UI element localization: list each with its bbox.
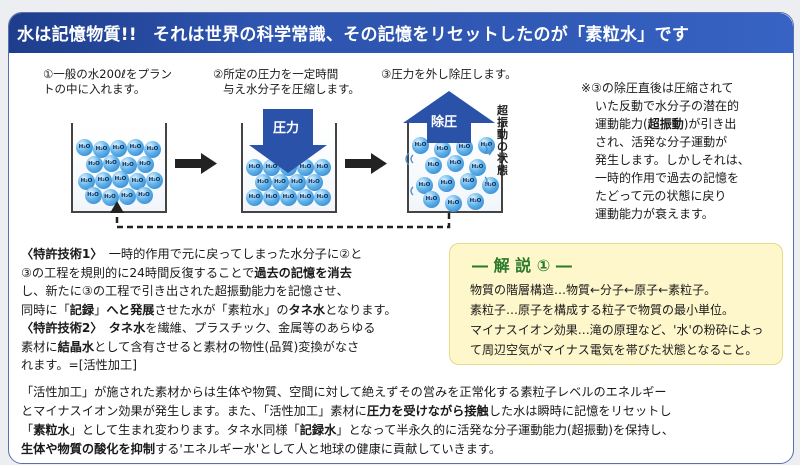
water-molecule-icon: H₂O xyxy=(254,174,272,191)
explanation-box: ― 解 説 ① ― 物質の階層構造…物質←分子←原子←素粒子。 素粒子…原子を構… xyxy=(449,243,783,365)
explanation-line: マイナスイオン効果…滝の原理など、'水'の粉砕によっ xyxy=(470,323,764,337)
water-molecule-icon: H₂O xyxy=(434,141,451,158)
return-dashed-arrow-icon xyxy=(110,201,451,229)
step-1-caption: ①一般の水200ℓをプラン トの中に入れます。 xyxy=(43,67,173,96)
water-molecule-icon: H₂O xyxy=(425,157,442,174)
water-molecule-icon: H₂O xyxy=(280,189,297,206)
water-molecule-icon: H₂O xyxy=(144,141,161,158)
water-molecule-icon: H₂O xyxy=(305,174,323,191)
water-molecule-icon: H₂O xyxy=(288,174,306,191)
release-up-arrow-icon xyxy=(403,91,495,143)
water-molecule-icon: H₂O xyxy=(478,137,495,154)
explanation-line: て周辺空気がマイナス電気を帯びた状態となること。 xyxy=(470,343,758,357)
explanation-title: ― 解 説 ① ― xyxy=(472,256,572,275)
note-super-vibration: ※③の除圧直後は圧縮されて いた反動で水分子の潜在的 運動能力(超振動)が引き出… xyxy=(581,81,750,221)
water-molecule-icon: H₂O xyxy=(297,189,314,206)
vibration-marks-icon xyxy=(405,142,493,196)
water-molecule-icon: H₂O xyxy=(246,189,263,206)
water-molecule-icon: H₂O xyxy=(423,191,440,208)
water-molecule-icon: H₂O xyxy=(118,188,136,205)
water-molecule-icon: H₂O xyxy=(263,189,280,206)
banner-title: 水は記憶物質!!それは世界の科学常識、その記憶をリセットしたのが「素粒水」です xyxy=(17,25,690,45)
water-molecule-icon: H₂O xyxy=(85,156,103,173)
water-molecule-icon: H₂O xyxy=(129,173,146,190)
step-3-caption: ③圧力を外し除圧します。 xyxy=(381,67,517,81)
water-molecule-icon: H₂O xyxy=(314,159,331,176)
water-molecule-icon: H₂O xyxy=(271,174,289,191)
water-molecule-icon: H₂O xyxy=(135,187,153,204)
arrow-right-icon xyxy=(175,153,217,174)
water-molecule-icon: H₂O xyxy=(76,139,93,156)
water-molecule-icon: H₂O xyxy=(416,177,433,194)
water-molecule-icon: H₂O xyxy=(246,159,263,176)
process-diagram xyxy=(110,91,495,229)
explanation-line: 素粒子…原子を構成する粒子で物質の最小単位。 xyxy=(470,303,735,317)
active-processing-text: 「活性加工」が施された素材からは生体や物質、空間に対して絶えずその営みを正常化す… xyxy=(21,385,674,456)
title-banner: 水は記憶物質!!それは世界の科学常識、その記憶をリセットしたのが「素粒水」です xyxy=(9,13,793,53)
water-molecule-icon: H₂O xyxy=(412,137,429,154)
water-molecule-icon: H₂O xyxy=(127,139,144,156)
release-label: 除圧 xyxy=(431,115,458,130)
water-molecule-icon: H₂O xyxy=(469,159,486,176)
document-page: 水は記憶物質!!それは世界の科学常識、その記憶をリセットしたのが「素粒水」です … xyxy=(8,12,794,464)
press-label: 圧力 xyxy=(273,121,300,136)
water-molecule-icon: H₂O xyxy=(482,177,499,194)
water-molecule-icon: H₂O xyxy=(146,172,163,189)
water-molecule-icon: H₂O xyxy=(84,187,102,204)
water-molecule-icon: H₂O xyxy=(112,171,129,188)
water-molecule-icon: H₂O xyxy=(447,155,464,172)
water-molecule-icon: H₂O xyxy=(314,189,331,206)
arrow-right-icon xyxy=(345,153,387,174)
water-molecule-icon: H₂O xyxy=(460,173,477,190)
water-molecule-icon: H₂O xyxy=(119,157,137,174)
water-molecule-icon: H₂O xyxy=(78,173,95,190)
water-molecule-icon: H₂O xyxy=(95,172,112,189)
water-molecule-icon: H₂O xyxy=(456,139,473,156)
water-molecule-icon: H₂O xyxy=(110,140,127,157)
water-molecule-icon: H₂O xyxy=(101,189,119,206)
water-molecule-icon: H₂O xyxy=(102,155,120,172)
super-vibration-label: 超振動の状態 xyxy=(497,104,508,177)
patent-technology-text: 〈特許技術1〉 一時的作用で元に戻ってしまった水分子に②と ③の工程を規則的に2… xyxy=(21,247,397,372)
water-molecule-icon: H₂O xyxy=(467,193,484,210)
explanation-line: 物質の階層構造…物質←分子←原子←素粒子。 xyxy=(470,283,717,297)
water-molecule-icon: H₂O xyxy=(93,141,110,158)
press-down-arrow-icon xyxy=(249,109,327,173)
water-molecule-icon: H₂O xyxy=(136,156,154,173)
step-2-caption: ②所定の圧力を一定時間 与え水分子を圧縮します。 xyxy=(213,67,360,96)
water-molecule-icon: H₂O xyxy=(445,195,462,212)
water-molecule-icon: H₂O xyxy=(438,175,455,192)
